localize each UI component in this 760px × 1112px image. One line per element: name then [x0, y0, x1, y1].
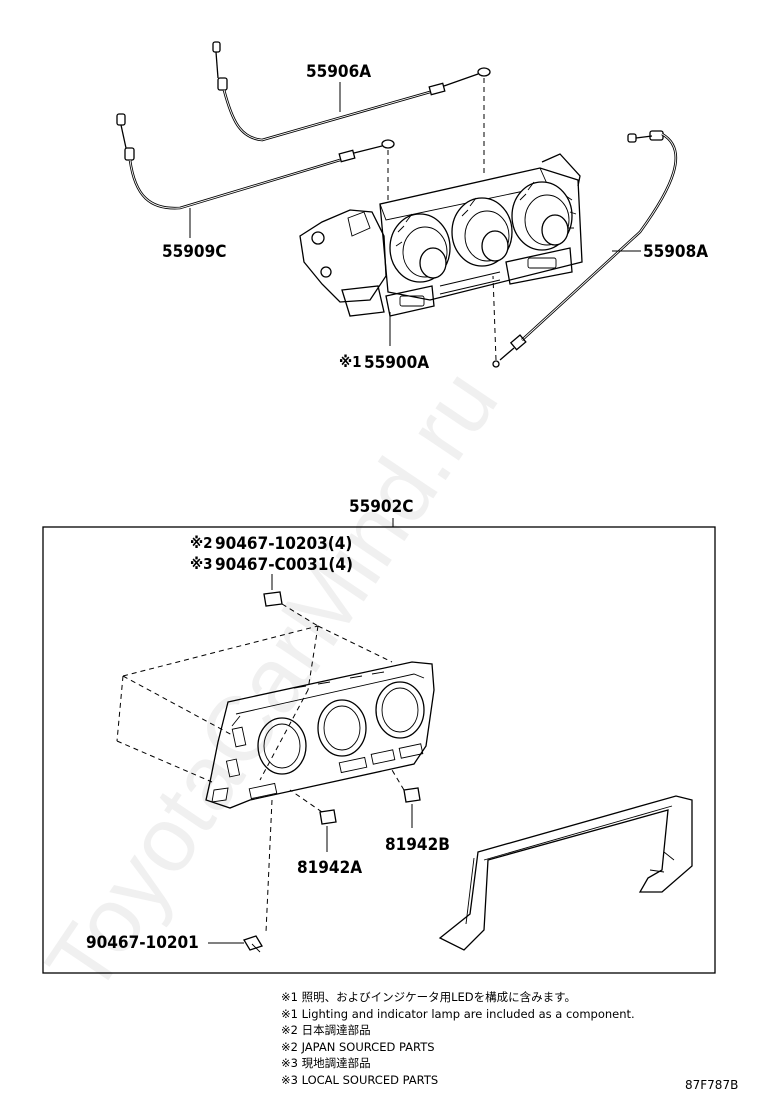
cable-55906a: [212, 41, 491, 142]
label-90467-10201: 90467-10201: [86, 933, 199, 953]
label-55909c: 55909C: [162, 242, 226, 262]
note-2-jp: ※2 日本調達部品: [281, 1023, 371, 1037]
bezel-panel-55902c: [205, 661, 435, 809]
figure-code: 87F787B: [685, 1078, 738, 1092]
panel-group-frame: [42, 526, 716, 974]
note-1-en: ※1 Lighting and indicator lamp are inclu…: [281, 1007, 635, 1021]
trim-piece: [438, 795, 693, 951]
align-81942a: [289, 789, 323, 813]
align-81942b: [391, 769, 405, 791]
knob-81942a: [319, 809, 337, 825]
control-assembly-55900a: [299, 153, 583, 317]
note-2-en: ※2 JAPAN SOURCED PARTS: [281, 1040, 435, 1054]
panel-dashed-box: [116, 625, 393, 783]
note-3-en: ※3 LOCAL SOURCED PARTS: [281, 1073, 438, 1087]
label-90467-10203: 90467-10203(4): [215, 534, 352, 554]
label-clip-mark-3: ※3: [190, 555, 213, 573]
note-1-jp: ※1 照明、およびインジケータ用LEDを構成に含みます。: [281, 990, 576, 1004]
label-55906a: 55906A: [306, 62, 371, 82]
label-81942a: 81942A: [297, 858, 362, 878]
knob-81942b: [403, 787, 421, 803]
watermark: ToyotaCarMind.ru: [27, 352, 518, 1011]
label-55900a-mark: ※1: [339, 353, 362, 371]
clip-90467-10201: [243, 935, 263, 953]
label-81942b: 81942B: [385, 835, 450, 855]
label-55908a: 55908A: [643, 242, 708, 262]
label-55900a: 55900A: [364, 353, 429, 373]
align-clip-10201: [265, 799, 273, 933]
cable-55908a: [492, 130, 678, 368]
note-3-jp: ※3 現地調達部品: [281, 1056, 371, 1070]
label-clip-mark-2: ※2: [190, 534, 213, 552]
align-clip-2: [281, 603, 319, 627]
label-90467-c0031: 90467-C0031(4): [215, 555, 353, 575]
cable-55909c: [116, 113, 395, 210]
align-55908a: [492, 275, 497, 361]
label-55902c: 55902C: [349, 497, 413, 517]
